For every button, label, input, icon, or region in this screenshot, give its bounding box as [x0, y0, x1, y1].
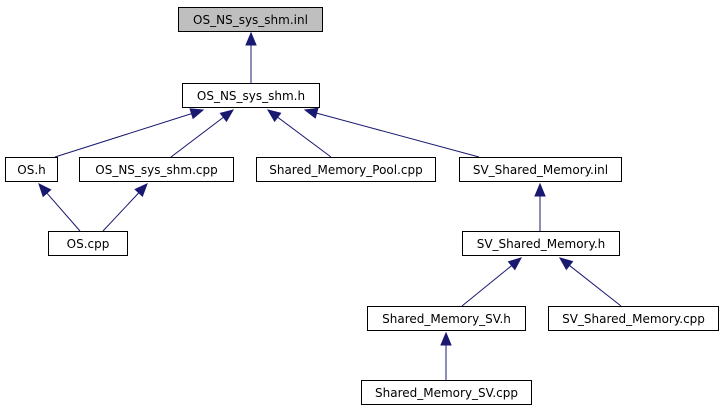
- node-label: OS_NS_sys_shm.inl: [193, 12, 308, 27]
- edge-line: [461, 265, 513, 307]
- node-os-ns-sys-shm-inl[interactable]: OS_NS_sys_shm.inl: [178, 7, 323, 32]
- node-label: Shared_Memory_SV.h: [382, 311, 511, 326]
- node-label: OS_NS_sys_shm.cpp: [95, 162, 218, 177]
- edge-shared-memory-sv-h-to-sv-shared-memory-h: [461, 257, 523, 307]
- node-shared-memory-sv-cpp[interactable]: Shared_Memory_SV.cpp: [361, 380, 532, 405]
- edge-sv-shared-memory-cpp-to-sv-shared-memory-h: [558, 257, 622, 307]
- edge-line: [316, 112, 480, 158]
- edge-shared-memory-pool-cpp-to-os-ns-sys-shm-h: [266, 109, 332, 158]
- edge-line: [569, 265, 622, 307]
- edge-os-h-to-os-ns-sys-shm-h: [54, 108, 205, 158]
- arrowhead-icon: [266, 109, 282, 123]
- arrowhead-icon: [558, 257, 574, 271]
- edge-line: [277, 116, 332, 158]
- edge-line: [102, 192, 140, 232]
- node-os-h[interactable]: OS.h: [5, 157, 58, 182]
- edge-sv-shared-memory-inl-to-os-ns-sys-shm-h: [303, 107, 480, 158]
- node-label: Shared_Memory_Pool.cpp: [269, 162, 423, 177]
- arrowhead-icon: [440, 331, 452, 346]
- edge-os-ns-sys-shm-h-to-os-ns-sys-shm-inl: [245, 31, 257, 83]
- edge-sv-shared-memory-h-to-sv-shared-memory-inl: [534, 182, 546, 231]
- node-label: OS_NS_sys_shm.h: [196, 88, 306, 103]
- node-label: SV_Shared_Memory.h: [476, 236, 606, 251]
- arrowhead-icon: [534, 182, 546, 197]
- edge-line: [54, 113, 192, 158]
- node-sv-shared-memory-h[interactable]: SV_Shared_Memory.h: [462, 231, 620, 256]
- edge-shared-memory-sv-cpp-to-shared-memory-sv-h: [440, 331, 452, 380]
- node-os-ns-sys-shm-cpp[interactable]: OS_NS_sys_shm.cpp: [79, 157, 234, 182]
- arrowhead-icon: [219, 109, 235, 123]
- arrowhead-icon: [303, 107, 319, 119]
- arrowhead-icon: [134, 183, 148, 198]
- node-label: Shared_Memory_SV.cpp: [375, 385, 518, 400]
- edge-os-cpp-to-os-h: [38, 183, 81, 232]
- node-label: OS.h: [17, 162, 46, 177]
- arrowhead-icon: [38, 183, 52, 198]
- edge-os-ns-sys-shm-cpp-to-os-ns-sys-shm-h: [170, 109, 235, 158]
- node-label: SV_Shared_Memory.cpp: [562, 311, 705, 326]
- node-sv-shared-memory-cpp[interactable]: SV_Shared_Memory.cpp: [548, 306, 719, 331]
- node-os-cpp[interactable]: OS.cpp: [48, 231, 128, 256]
- edge-os-cpp-to-os-ns-sys-shm-cpp: [102, 183, 148, 232]
- arrowhead-icon: [189, 108, 205, 120]
- node-os-ns-sys-shm-h[interactable]: OS_NS_sys_shm.h: [182, 83, 320, 108]
- arrowhead-icon: [507, 257, 523, 271]
- node-shared-memory-pool-cpp[interactable]: Shared_Memory_Pool.cpp: [256, 157, 436, 182]
- node-label: OS.cpp: [66, 236, 110, 251]
- node-shared-memory-sv-h[interactable]: Shared_Memory_SV.h: [367, 306, 526, 331]
- node-label: SV_Shared_Memory.inl: [472, 162, 609, 177]
- node-sv-shared-memory-inl[interactable]: SV_Shared_Memory.inl: [459, 157, 622, 182]
- edge-line: [170, 116, 224, 158]
- arrowhead-icon: [245, 31, 257, 46]
- edge-line: [46, 192, 81, 232]
